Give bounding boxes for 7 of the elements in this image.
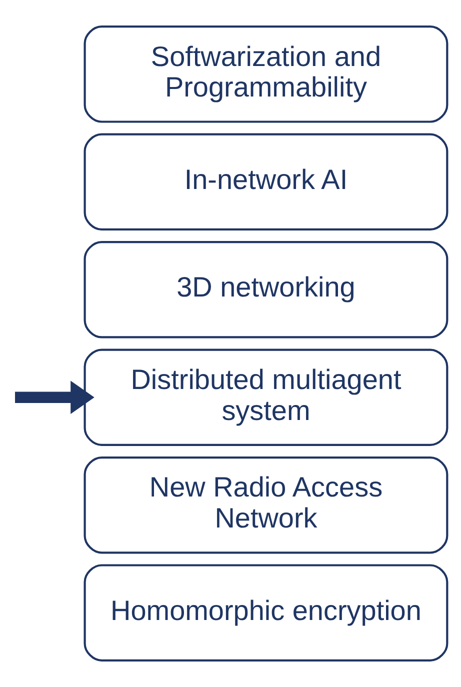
node-box: Homomorphic encryption <box>84 564 448 662</box>
node-box: 3D networking <box>84 241 448 338</box>
node-box: In-network AI <box>84 133 448 231</box>
node-box: Distributed multiagent system <box>84 348 448 446</box>
node-box: New Radio Access Network <box>84 456 448 554</box>
node-box: Softwarization and Programmability <box>84 26 448 123</box>
arrow <box>15 380 94 414</box>
